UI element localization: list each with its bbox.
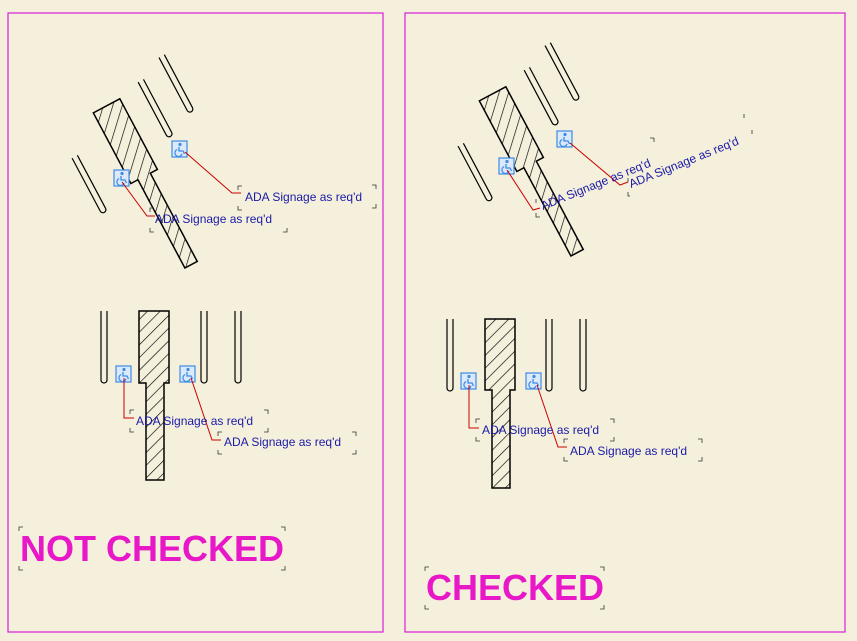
signage-label: ADA Signage as req'd	[482, 423, 599, 437]
accessible-parking-icon	[171, 140, 188, 158]
accessible-parking-icon	[525, 372, 542, 390]
signage-label: ADA Signage as req'd	[155, 212, 272, 226]
parking-stall-line	[523, 67, 559, 126]
leader-line	[190, 377, 221, 441]
signage-label: ADA Signage as req'd	[570, 444, 687, 458]
right-bottom-parking-group: ADA Signage as req'd ADA Signage as req'…	[446, 318, 703, 489]
leader-line	[468, 385, 479, 429]
parking-stall-line	[457, 143, 493, 202]
accessible-parking-icon	[498, 157, 515, 175]
parking-stall-line	[158, 54, 194, 113]
left-bottom-parking-group: ADA Signage as req'd ADA Signage as req'…	[100, 310, 357, 481]
left-panel-border	[7, 12, 384, 633]
parking-stall-line	[446, 319, 454, 392]
leader-line	[569, 142, 629, 186]
leader-line	[123, 378, 134, 419]
accessible-parking-icon	[113, 169, 130, 187]
signage-label: ADA Signage as req'd	[136, 414, 253, 428]
parking-stall-line	[544, 42, 580, 101]
access-aisle-outline	[478, 85, 585, 258]
panel-title: CHECKED	[426, 567, 604, 608]
panel-title: NOT CHECKED	[20, 528, 284, 569]
parking-stall-line	[100, 311, 108, 384]
access-aisle-outline	[92, 97, 199, 270]
access-aisle-outline	[484, 318, 516, 489]
parking-stall-line	[200, 311, 208, 384]
leader-line	[506, 169, 541, 211]
access-aisle-outline	[138, 310, 170, 481]
parking-stall-line	[71, 155, 107, 214]
parking-stall-line	[137, 79, 173, 138]
parking-stall-line	[579, 319, 587, 392]
signage-label: ADA Signage as req'd	[245, 190, 362, 204]
leader-line	[184, 151, 241, 194]
right-panel-border	[404, 12, 846, 633]
parking-stall-line	[545, 319, 553, 392]
accessible-parking-icon	[556, 130, 573, 148]
leader-line	[536, 384, 567, 448]
signage-label: ADA Signage as req'd	[224, 435, 341, 449]
right-top-parking-group: ADA Signage as req'd ADA Signage as req'…	[457, 42, 753, 258]
accessible-parking-icon	[179, 365, 196, 383]
parking-stall-line	[234, 311, 242, 384]
left-top-parking-group: ADA Signage as req'd ADA Signage as req'…	[71, 54, 377, 270]
leader-line	[121, 181, 155, 217]
